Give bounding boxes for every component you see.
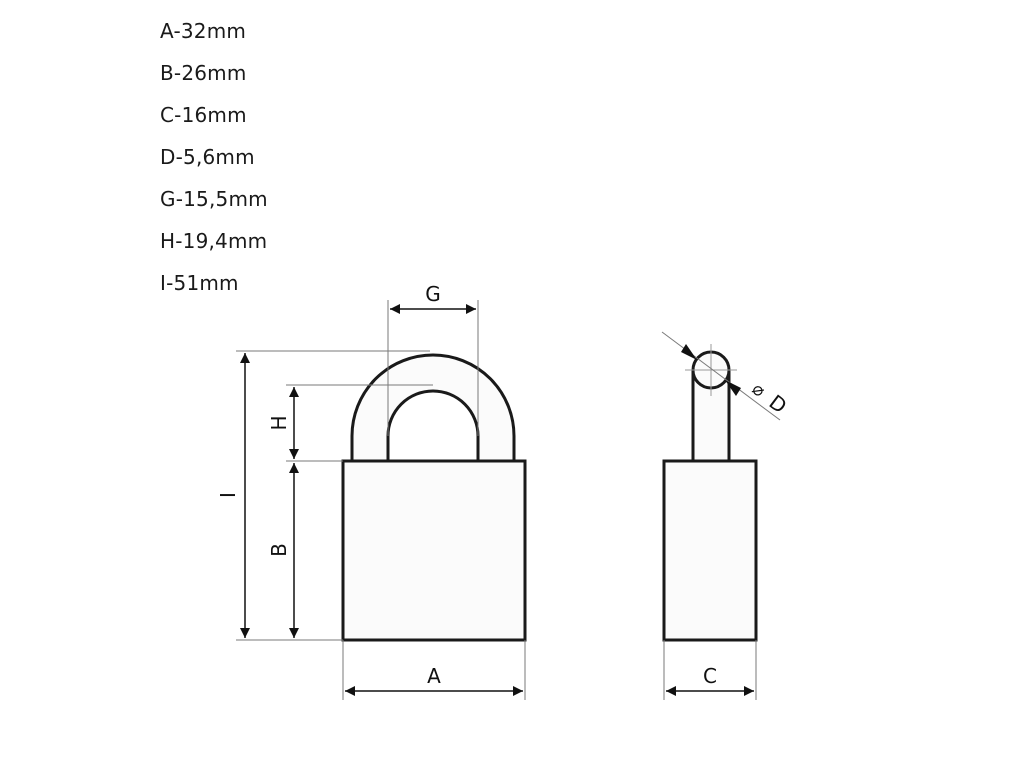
spec-b: B-26mm (160, 61, 247, 85)
label-a: A (427, 664, 441, 688)
label-h: H (267, 415, 291, 430)
spec-h: H-19,4mm (160, 229, 268, 253)
side-view (662, 344, 758, 642)
label-b: B (267, 543, 291, 557)
spec-g: G-15,5mm (160, 187, 268, 211)
dimension-spec-list: A-32mm B-26mm C-16mm D-5,6mm G-15,5mm H-… (160, 16, 268, 310)
label-c: C (703, 664, 717, 688)
label-i: I (216, 492, 240, 498)
dimension-lines (240, 304, 754, 696)
front-lock-body (341, 459, 527, 642)
extension-lines (236, 300, 781, 700)
front-shackle (350, 353, 516, 463)
side-lock-body (662, 459, 758, 642)
spec-d: D-5,6mm (160, 145, 255, 169)
spec-a: A-32mm (160, 19, 247, 43)
label-g: G (425, 282, 441, 306)
spec-c: C-16mm (160, 103, 247, 127)
spec-i: I-51mm (160, 271, 239, 295)
label-d: D (765, 390, 792, 418)
dim-d-arrows (681, 344, 741, 396)
diameter-label: ⌀ D (748, 378, 792, 418)
front-view (341, 353, 527, 642)
